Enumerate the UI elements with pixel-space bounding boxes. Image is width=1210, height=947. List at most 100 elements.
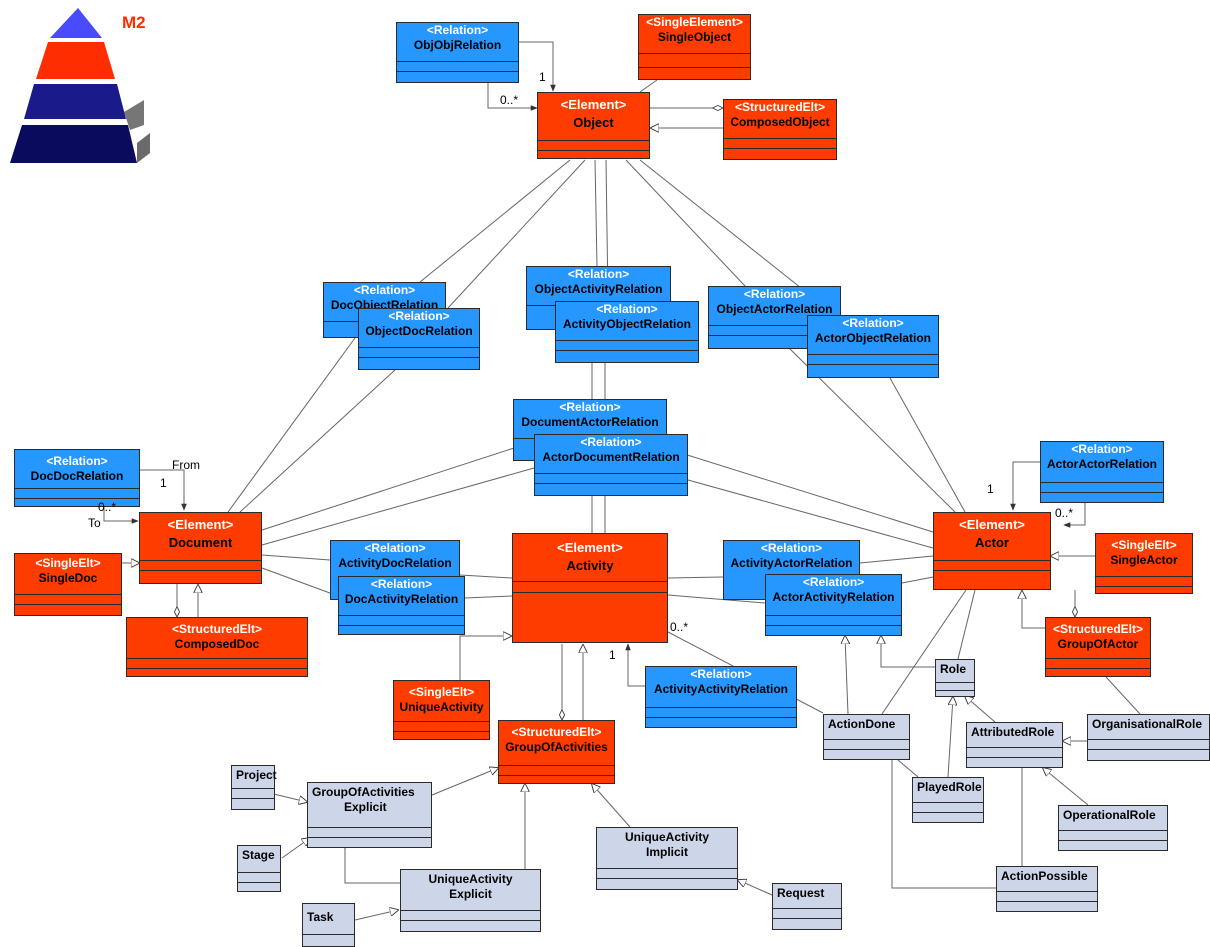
actionpossible-actiondone-line: [891, 760, 998, 889]
singledoc-class[interactable]: <SingleElt>SingleDoc: [14, 553, 122, 616]
singleactor-name: SingleActor: [1110, 553, 1178, 567]
objobjrelation-stereotype: <Relation>: [426, 23, 489, 37]
actoractorrelation-stereotype: <Relation>: [1071, 442, 1133, 456]
actiondone-actoractivity-line: [845, 636, 848, 715]
actiondone-class[interactable]: ActionDone: [823, 714, 910, 760]
actor-class[interactable]: <Element> Actor: [933, 512, 1051, 590]
objobj-multiplicity-many: 0..*: [500, 93, 519, 107]
actoractorrelation-class[interactable]: <Relation>ActorActorRelation: [1040, 441, 1164, 503]
playedrole-name: PlayedRole: [917, 780, 982, 794]
activityactivityrelation-name: ActivityActivityRelation: [653, 682, 789, 696]
docdoc-role-from: From: [172, 458, 200, 472]
activityactivity-line-one: [625, 643, 645, 687]
playedrole-class[interactable]: PlayedRole: [912, 777, 984, 823]
activityactivity-multiplicity-many: 0..*: [670, 620, 689, 634]
composeddoc-stereotype: <StructuredElt>: [171, 622, 263, 636]
task-name: Task: [307, 910, 334, 924]
project-name: Project: [236, 768, 277, 782]
actor-stereotype: <Element>: [959, 517, 1025, 532]
object-docobject-line: [419, 159, 571, 283]
task-class[interactable]: Task: [302, 903, 355, 947]
groupexplicit-groupofactivities-generalization: [431, 768, 498, 796]
project-class[interactable]: Project: [231, 765, 277, 810]
docactivityrelation-name: DocActivityRelation: [344, 592, 459, 606]
objectactivityrelation-stereotype: <Relation>: [567, 267, 630, 281]
operationalrole-class[interactable]: OperationalRole: [1058, 805, 1168, 851]
objectactorrelation-name: ObjectActorRelation: [716, 302, 833, 316]
docdoc-line-from: [140, 469, 187, 511]
groupofactor-class[interactable]: <StructuredElt>GroupOfActor: [1045, 617, 1151, 677]
actoractivityrelation-class[interactable]: <Relation>ActorActivityRelation: [765, 574, 902, 636]
singleobject-class[interactable]: <SingleElement>SingleObject: [638, 14, 751, 80]
documentactor-actor-line: [664, 447, 934, 533]
groupofactivitiesexplicit-name-line1: GroupOfActivities: [312, 785, 415, 799]
singleactor-class[interactable]: <SingleElt>SingleActor: [1095, 533, 1193, 594]
objectdocrelation-class[interactable]: <Relation>ObjectDocRelation: [358, 308, 480, 370]
docobjectrelation-stereotype: <Relation>: [353, 283, 416, 297]
composeddoc-class[interactable]: <StructuredElt>ComposedDoc: [126, 617, 308, 677]
activityactorrelation-name: ActivityActorRelation: [730, 556, 853, 570]
actionpossible-class[interactable]: ActionPossible: [996, 866, 1098, 912]
groupofactor-name: GroupOfActor: [1057, 637, 1139, 651]
objectactorrelation-stereotype: <Relation>: [743, 287, 806, 301]
document-stereotype: <Element>: [167, 517, 234, 532]
attributedrole-role-generalization: [965, 696, 996, 723]
singleobject-name: SingleObject: [657, 30, 732, 44]
singleobject-generalization: [639, 79, 658, 93]
actoractivity-activity-line: [667, 594, 766, 604]
request-class[interactable]: Request: [772, 883, 842, 930]
actoractor-multiplicity-many: 0..*: [1055, 506, 1074, 520]
uniqueexplicit-groupexplicit-aggregation: [345, 848, 400, 884]
actiondone-name: ActionDone: [828, 717, 896, 731]
stage-name: Stage: [242, 848, 275, 862]
activityactivityrelation-class[interactable]: <Relation>ActivityActivityRelation: [645, 666, 797, 728]
actorobjectrelation-stereotype: <Relation>: [842, 316, 904, 330]
docdoc-role-to: To: [88, 516, 101, 530]
objobjrelation-class[interactable]: <Relation>ObjObjRelation: [396, 22, 519, 83]
uniqueactivity-class[interactable]: <SingleElt>UniqueActivity: [393, 680, 490, 740]
singleobject-stereotype: <SingleElement>: [646, 15, 743, 29]
organisationalrole-name: OrganisationalRole: [1092, 717, 1203, 731]
stage-class[interactable]: Stage: [237, 845, 281, 892]
actoractivity-actor-line: [901, 576, 934, 584]
document-class[interactable]: <Element>Document: [139, 512, 262, 584]
stage-groupexplicit-generalization: [281, 838, 310, 859]
role-class[interactable]: Role: [935, 659, 975, 697]
docactivity-document-line: [261, 567, 339, 597]
object-class[interactable]: <Element> Object: [537, 92, 650, 159]
actoractor-line-to: [1063, 502, 1086, 528]
actor-name: Actor: [975, 535, 1009, 550]
object-objectactivity-line: [594, 159, 598, 267]
organisationalrole-groupofactor-line: [1105, 676, 1141, 715]
attributedrole-name: AttributedRole: [971, 725, 1055, 739]
actorobjectrelation-name: ActorObjectRelation: [814, 331, 931, 345]
groupofactivities-name: GroupOfActivities: [505, 740, 608, 754]
composedobject-class[interactable]: <StructuredElt>ComposedObject: [723, 99, 837, 160]
activityobjectrelation-class[interactable]: <Relation>ActivityObjectRelation: [555, 301, 699, 363]
actorobjectrelation-class[interactable]: <Relation>ActorObjectRelation: [807, 315, 939, 378]
uniqueactivityexplicit-name-line2: Explicit: [449, 887, 492, 901]
uniqueactivity-stereotype: <SingleElt>: [408, 685, 475, 699]
activitydoc-activity-line: [459, 574, 513, 579]
attributedrole-class[interactable]: AttributedRole: [966, 722, 1063, 768]
documentactorrelation-name: DocumentActorRelation: [521, 415, 659, 429]
composeddoc-name: ComposedDoc: [174, 637, 260, 651]
docactivityrelation-class[interactable]: <Relation>DocActivityRelation: [338, 576, 465, 635]
uniqueactivityimplicit-name-line2: Implicit: [645, 845, 688, 859]
actoractor-multiplicity-one: 1: [987, 482, 994, 496]
actordocumentrelation-class[interactable]: <Relation>ActorDocumentRelation: [534, 434, 688, 496]
object-name: Object: [573, 115, 614, 130]
organisationalrole-class[interactable]: OrganisationalRole: [1087, 714, 1210, 761]
uniqueactivity-generalization: [459, 636, 511, 680]
role-name: Role: [940, 662, 967, 676]
docdocrelation-class[interactable]: <Relation>DocDocRelation: [14, 449, 140, 507]
activityobjectrelation-name: ActivityObjectRelation: [562, 317, 692, 331]
object-stereotype: <Element>: [560, 97, 627, 112]
groupofactivities-class[interactable]: <StructuredElt>GroupOfActivities: [498, 720, 615, 784]
uniqueactivityexplicit-name-line1: UniqueActivity: [428, 872, 513, 886]
activity-class[interactable]: <Element>Activity: [512, 533, 668, 643]
